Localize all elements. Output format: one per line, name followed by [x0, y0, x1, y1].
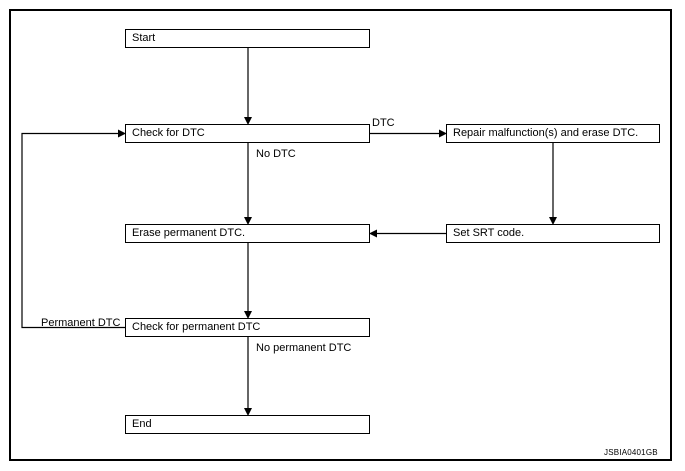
node-start-label: Start — [132, 32, 156, 44]
node-set-srt-code[interactable]: Set SRT code. — [446, 224, 660, 243]
node-end[interactable]: End — [125, 415, 370, 434]
edge-label-no-dtc: No DTC — [256, 148, 296, 160]
node-repair-malfunctions[interactable]: Repair malfunction(s) and erase DTC. — [446, 124, 660, 143]
node-check-for-dtc-label: Check for DTC — [132, 127, 205, 139]
figure-code: JSBIA0401GB — [604, 448, 658, 457]
node-check-for-dtc[interactable]: Check for DTC — [125, 124, 370, 143]
node-repair-malfunctions-label: Repair malfunction(s) and erase DTC. — [453, 127, 639, 139]
node-erase-permanent-dtc-label: Erase permanent DTC. — [132, 227, 246, 239]
node-check-for-permanent-dtc-label: Check for permanent DTC — [132, 321, 261, 333]
edge-label-dtc: DTC — [372, 117, 395, 129]
diagram-frame — [9, 9, 672, 461]
edge-label-permanent-dtc: Permanent DTC — [41, 317, 121, 329]
edge-label-no-permanent-dtc: No permanent DTC — [256, 342, 352, 354]
node-end-label: End — [132, 418, 152, 430]
node-start[interactable]: Start — [125, 29, 370, 48]
node-erase-permanent-dtc[interactable]: Erase permanent DTC. — [125, 224, 370, 243]
node-check-for-permanent-dtc[interactable]: Check for permanent DTC — [125, 318, 370, 337]
node-set-srt-code-label: Set SRT code. — [453, 227, 525, 239]
